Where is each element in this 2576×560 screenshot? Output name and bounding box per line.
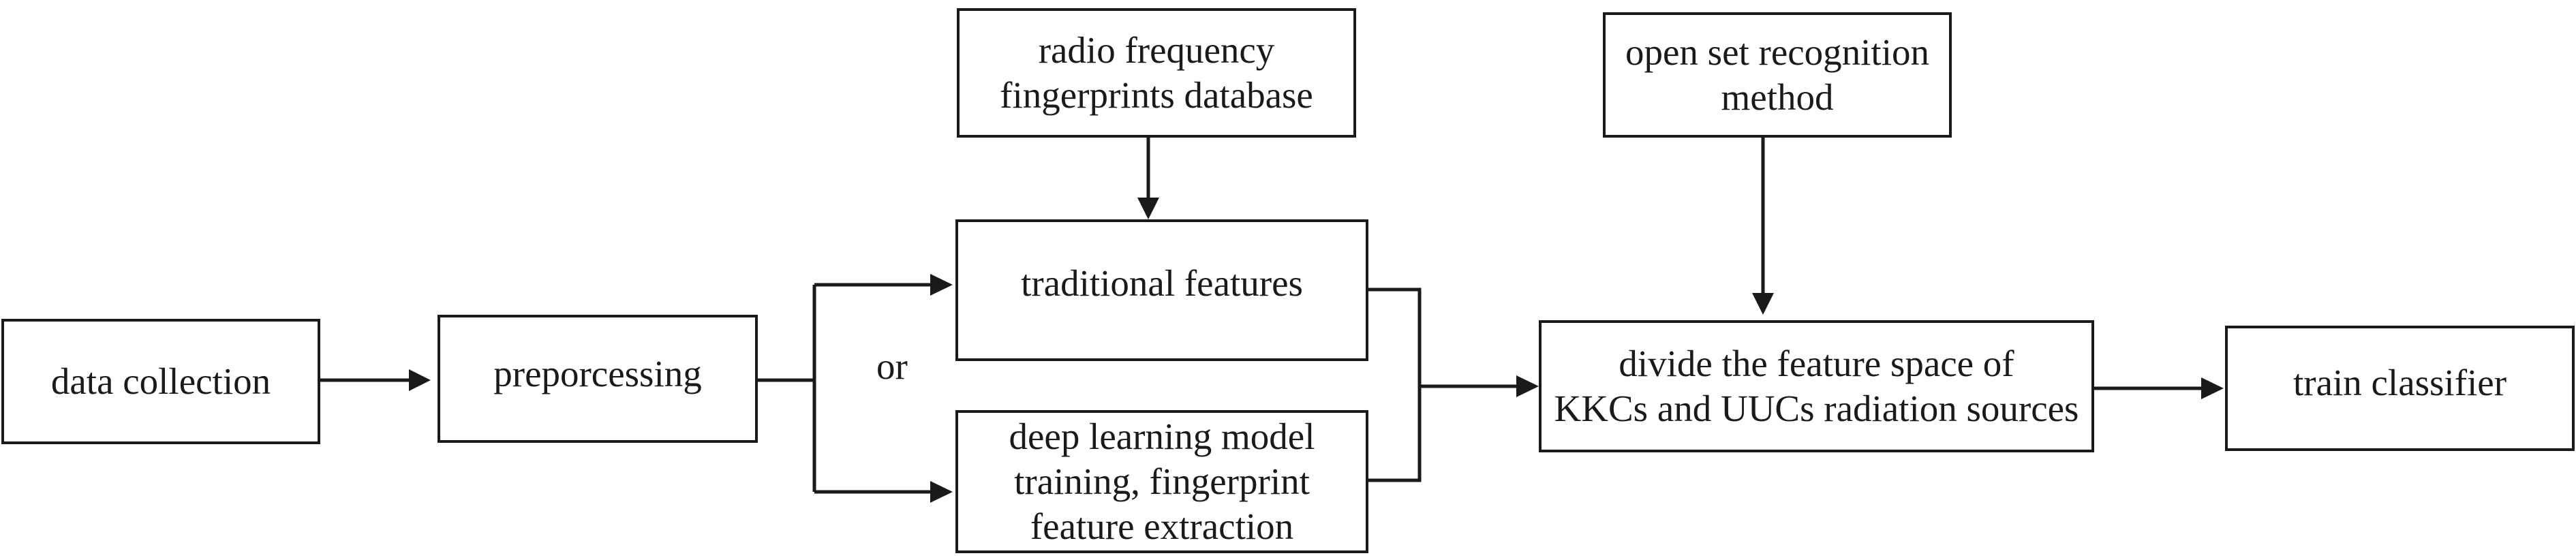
data-collection-node: data collection — [1, 319, 320, 444]
preprocessing-node: preporcessing — [438, 315, 758, 443]
deep-learning-label: deep learning model training, fingerprin… — [1009, 416, 1315, 547]
divide-feature-space-node: divide the feature space of KKCs and UUC… — [1539, 320, 2094, 452]
rf-database-node: radio frequency fingerprints database — [957, 8, 1356, 138]
arrowhead-classifier — [2201, 377, 2224, 399]
arrowhead-openset — [1752, 293, 1774, 315]
arrowhead-divide — [1516, 375, 1539, 397]
train-classifier-node: train classifier — [2225, 326, 2575, 451]
deep-learning-node: deep learning model training, fingerprin… — [955, 410, 1368, 553]
preprocessing-label: preporcessing — [493, 353, 702, 394]
traditional-features-label: traditional features — [1021, 262, 1303, 304]
arrowhead-database — [1137, 198, 1159, 219]
open-set-node: open set recognition method — [1603, 12, 1952, 138]
data-collection-label: data collection — [50, 360, 271, 402]
arrowhead-traditional — [930, 274, 953, 296]
connector-traditional-merge — [1368, 287, 1422, 482]
branch-or-label: or — [876, 345, 908, 387]
rf-database-label: radio frequency fingerprints database — [1000, 29, 1313, 116]
traditional-features-node: traditional features — [955, 219, 1368, 361]
open-set-label: open set recognition method — [1625, 31, 1929, 118]
arrowhead-preprocessing — [409, 369, 431, 391]
train-classifier-label: train classifier — [2293, 362, 2507, 403]
divide-feature-space-label: divide the feature space of KKCs and UUC… — [1554, 343, 2079, 429]
arrowhead-deep-learning — [930, 481, 953, 503]
